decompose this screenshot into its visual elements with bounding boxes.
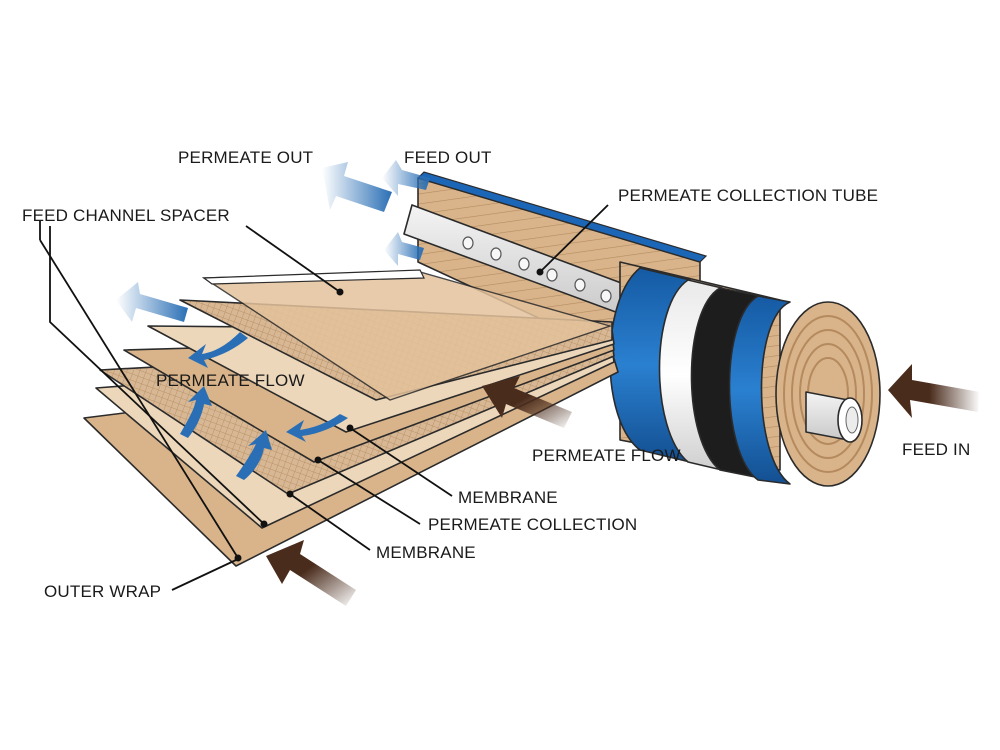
feed-arrows [266, 364, 980, 606]
curve-arrow-2 [286, 414, 348, 442]
feed-out-arrow-1 [382, 160, 430, 196]
label-permeate-collection-tube: PERMEATE COLLECTION TUBE [618, 186, 878, 205]
label-permeate-flow-right: PERMEATE FLOW [532, 446, 681, 465]
up-arrow-1 [180, 386, 212, 438]
feed-arrow-middle [482, 376, 572, 428]
membrane-element-cylinder [609, 261, 881, 487]
flow-arrows [116, 160, 430, 480]
curve-arrow-1 [188, 332, 248, 368]
label-permeate-flow-left: PERMEATE FLOW [156, 371, 305, 390]
label-feed-out: FEED OUT [404, 148, 492, 167]
label-membrane-top: MEMBRANE [458, 488, 558, 507]
labels: PERMEATE OUT FEED OUT PERMEATE COLLECTIO… [22, 148, 970, 601]
label-outer-wrap: OUTER WRAP [44, 582, 161, 601]
feed-out-arrow-2 [384, 232, 424, 266]
label-feed-in: FEED IN [902, 440, 970, 459]
tube-holes [462, 236, 612, 303]
label-permeate-out: PERMEATE OUT [178, 148, 313, 167]
label-permeate-collection: PERMEATE COLLECTION [428, 515, 637, 534]
permeate-out-arrow [322, 162, 392, 212]
sheet-stack [83, 269, 619, 567]
permeate-flow-arrow-top [116, 282, 188, 322]
feed-in-arrow [888, 364, 980, 418]
top-clear-film [202, 269, 425, 285]
up-arrow-2 [236, 430, 272, 480]
leader-lines [39, 204, 609, 591]
label-membrane-bottom: MEMBRANE [376, 543, 476, 562]
label-feed-channel-spacer: FEED CHANNEL SPACER [22, 206, 230, 225]
feed-arrow-bottom [266, 540, 356, 606]
end-face-rings [783, 315, 873, 473]
